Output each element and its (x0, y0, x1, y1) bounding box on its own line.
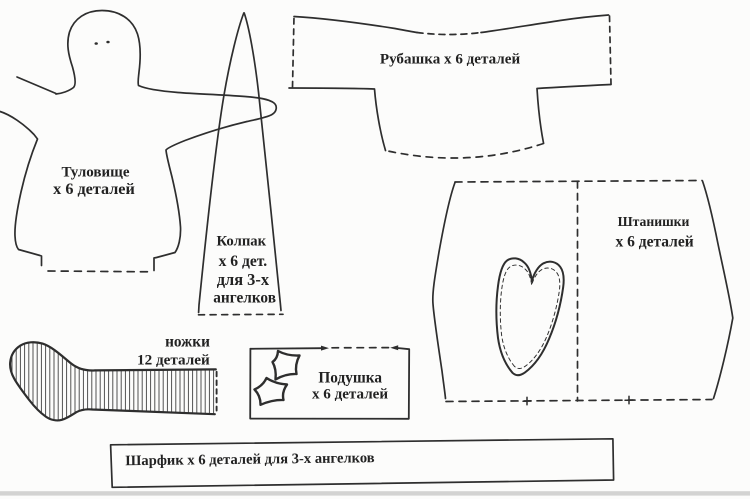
pants-heart-stitch-dashed-line (499, 264, 561, 369)
pillow-fabric-scrap-top (271, 349, 301, 381)
shirt-left-sleeve-bottom (288, 87, 387, 152)
cap-label-line2: х 6 дет. (218, 253, 268, 271)
shirt-piece-outline (288, 14, 612, 159)
body-head-and-right-side-line (55, 9, 278, 272)
body-arm-left-top-line (16, 76, 57, 95)
body-left-side-line (0, 110, 43, 267)
pants-label-line1: Штанишки (617, 214, 690, 230)
cap-bottom-dashed-line (197, 313, 284, 316)
shirt-right-dashed-edge (608, 15, 612, 85)
body-left-eye-dot (94, 42, 98, 45)
shirt-top-right-edge (480, 14, 610, 34)
pillow-opening-arrow-right (390, 345, 399, 351)
pillow-top-solid-left (249, 347, 323, 350)
pants-piece-outline (431, 179, 734, 406)
pillow-opening-arrow-left (321, 345, 329, 351)
shirt-top-left-edge (293, 15, 418, 34)
pants-plus-mark-left (522, 396, 532, 406)
pants-top-dashed-edge (454, 179, 703, 183)
cap-label-line1: Колпак (216, 233, 267, 250)
pants-label-line2: х 6 деталей (615, 233, 694, 251)
pillow-box-solid-edges (249, 347, 411, 420)
cap-left-edge (197, 12, 245, 314)
pillow-label-line2: х 6 деталей (311, 386, 389, 403)
page-edge-shadow (0, 491, 750, 496)
pants-bottom-dashed-edge (445, 398, 713, 403)
body-bottom-dashed-line (47, 270, 150, 273)
shirt-label: Рубашка х 6 деталей (379, 51, 521, 68)
body-label-line2: х 6 деталей (53, 179, 135, 198)
shirt-right-sleeve-bottom (536, 83, 612, 144)
pillow-label-line1: Подушка (318, 368, 383, 386)
scarf-label: Шарфик х 6 деталей для 3-х ангелков (125, 449, 375, 469)
pants-heart-applique-outline (495, 257, 565, 377)
leg-piece-outline (9, 341, 218, 422)
leg-outline (9, 341, 217, 422)
shirt-neckline-dashed (416, 31, 482, 36)
pants-left-edge (431, 181, 456, 400)
scarf-piece-outline (109, 437, 615, 489)
legs-label-line2: 12 деталей (136, 351, 210, 369)
pillow-fabric-scrap-bottom (253, 376, 289, 406)
pants-plus-mark-right (624, 395, 634, 405)
scarf-rectangle (109, 437, 615, 489)
cap-right-edge (243, 12, 282, 312)
cap-piece-outline (197, 12, 284, 316)
body-piece-outline (0, 9, 278, 273)
cap-label-line4: ангелков (213, 289, 276, 307)
pattern-strokes-group (0, 9, 750, 496)
body-right-eye-dot (106, 40, 110, 44)
legs-label-line1: ножки (165, 333, 210, 351)
pillow-piece-outline (249, 345, 411, 420)
cap-label-line3: для 3-х (216, 269, 270, 289)
shirt-hem-dashed (384, 142, 545, 159)
shirt-left-dashed-edge (291, 15, 295, 88)
body-label-line1: Туловище (61, 164, 130, 180)
pants-right-edge (701, 180, 734, 400)
